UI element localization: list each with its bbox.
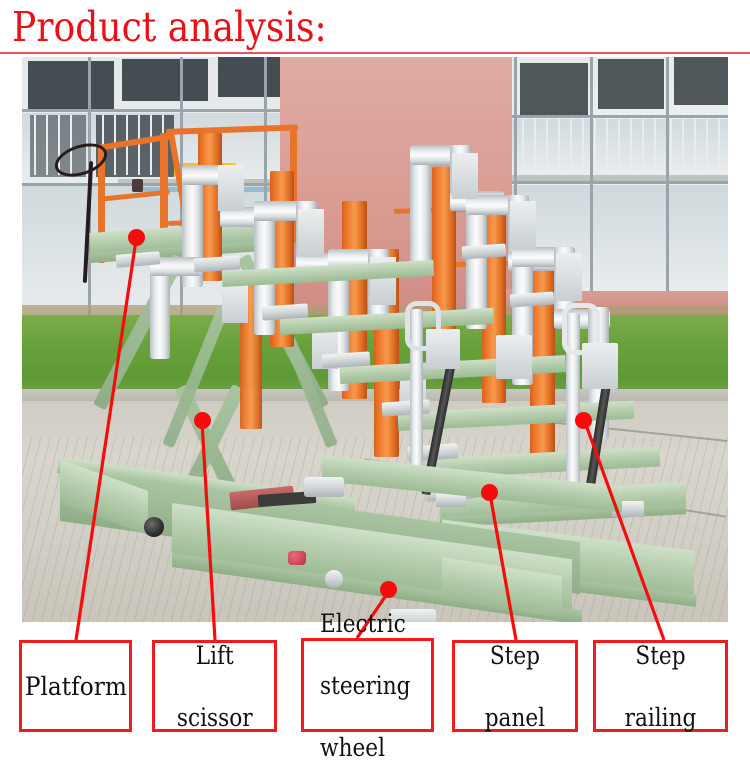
product-photo [22, 57, 728, 622]
label-line: Step [635, 640, 686, 670]
balcony-rail [150, 115, 152, 175]
window-frame [22, 183, 280, 186]
railing-foot [436, 493, 466, 507]
motor-block [304, 477, 344, 497]
back-plate [510, 201, 536, 249]
balcony-rail [670, 119, 672, 173]
marker-step-panel [481, 484, 498, 501]
rail-clamp [132, 179, 143, 192]
label-box-step-railing[interactable]: Step railing [593, 640, 728, 732]
marker-electric-steering-wheel [380, 581, 397, 598]
balcony-rail [46, 115, 48, 175]
rear-caster [144, 517, 164, 537]
label-text-step-panel: Step panel [483, 640, 548, 733]
label-text-platform: Platform [24, 671, 127, 701]
step-railing-post [566, 313, 580, 501]
indicator-light [288, 551, 306, 565]
window-frame [666, 57, 669, 291]
balcony-rail [570, 119, 572, 173]
balcony-rail [706, 119, 708, 173]
label-text-electric-steering-wheel: Electric steering wheel [317, 608, 414, 763]
label-box-platform[interactable]: Platform [19, 640, 132, 732]
pipe-horizontal [150, 257, 202, 276]
railing-guard [426, 329, 460, 369]
label-text-step-railing: Step railing [622, 640, 699, 733]
label-text-lift-scissor: Lift scissor [174, 640, 255, 733]
balcony-rail [582, 119, 584, 173]
marker-platform [128, 229, 145, 246]
step-railing-post [410, 309, 423, 491]
label-line: Electric [320, 608, 406, 638]
step-railing-handle [562, 303, 600, 355]
window-glass [512, 119, 728, 175]
title-divider [0, 52, 750, 54]
steering-mount [390, 609, 436, 622]
window-pane [218, 57, 280, 97]
label-line: steering [320, 670, 411, 700]
balcony-rail [642, 119, 644, 173]
label-box-lift-scissor[interactable]: Lift scissor [152, 640, 277, 732]
label-line: railing [624, 702, 697, 732]
window-pane [28, 61, 114, 109]
balcony-rail [70, 115, 72, 175]
window-pane [122, 59, 208, 101]
pipe-vertical [466, 203, 487, 329]
balcony-rail [534, 119, 536, 173]
back-plate [222, 281, 248, 323]
window-frame [22, 109, 280, 112]
balcony-rail [138, 115, 140, 175]
back-plate [452, 153, 478, 199]
back-plate [218, 165, 244, 211]
balcony-rail [594, 119, 596, 173]
label-line: scissor [176, 702, 253, 732]
page-title: Product analysis: [12, 3, 327, 51]
balcony-rail [522, 119, 524, 173]
balcony-rail [694, 119, 696, 173]
balcony-rail [718, 119, 720, 173]
balcony-rail [558, 119, 560, 173]
window-frame [514, 57, 517, 291]
railing-guard [582, 343, 618, 389]
window-pane [674, 57, 728, 105]
balcony-rail [654, 119, 656, 173]
access-cap [325, 570, 343, 588]
marker-lift-scissor [194, 412, 211, 429]
window-frame [264, 57, 267, 317]
label-line: Lift [195, 640, 234, 670]
label-box-step-panel[interactable]: Step panel [452, 640, 578, 732]
window-frame [512, 181, 728, 184]
back-plate [298, 209, 324, 257]
window-pane [520, 63, 588, 115]
label-box-electric-steering-wheel[interactable]: Electric steering wheel [301, 609, 434, 762]
railing-guard [496, 335, 532, 379]
pipe-vertical [150, 263, 170, 359]
balcony-rail [630, 119, 632, 173]
step-railing-handle [405, 301, 441, 351]
window-frame [512, 115, 728, 118]
window-pane [598, 59, 664, 109]
pipe-vertical [410, 153, 431, 265]
back-plate [556, 253, 582, 301]
label-line: panel [484, 702, 546, 732]
balcony-rail [618, 119, 620, 173]
label-line: wheel [320, 732, 386, 762]
balcony-rail [58, 115, 60, 175]
balcony-rail [606, 119, 608, 173]
window-ledge [512, 175, 728, 181]
balcony-rail [34, 115, 36, 175]
balcony-rail [546, 119, 548, 173]
label-line: Step [489, 640, 541, 670]
balcony-rail [682, 119, 684, 173]
marker-step-railing [575, 412, 592, 429]
window-frame [590, 57, 593, 291]
guardrail-post [98, 145, 105, 263]
guardrail-post [160, 133, 168, 261]
